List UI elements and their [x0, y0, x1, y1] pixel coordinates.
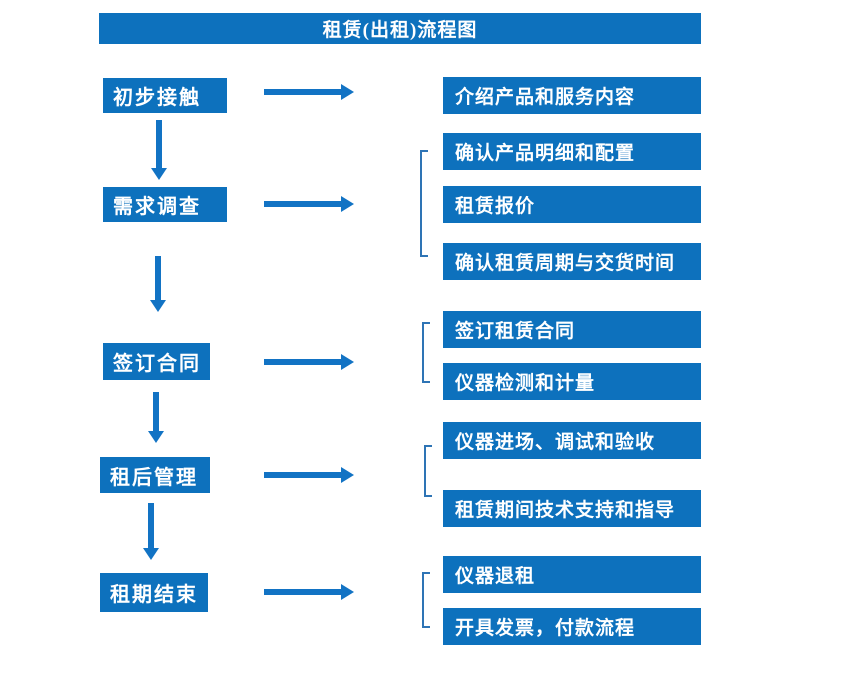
detail-sign-rental-contract: 签订租赁合同: [443, 311, 701, 348]
arrow-right-icon: [264, 84, 354, 100]
group-bracket: [422, 322, 430, 383]
arrow-right-head-icon: [341, 467, 354, 483]
arrow-right-icon: [264, 584, 354, 600]
stage-initial-contact: 初步接触: [103, 78, 227, 113]
flowchart-title: 租赁(出租)流程图: [99, 13, 701, 44]
detail-confirm-period-delivery: 确认租赁周期与交货时间: [443, 243, 701, 280]
detail-instrument-return: 仪器退租: [443, 556, 701, 593]
detail-instrument-setup-acceptance: 仪器进场、调试和验收: [443, 422, 701, 459]
detail-rental-quote: 租赁报价: [443, 186, 701, 223]
arrow-right-head-icon: [341, 84, 354, 100]
group-bracket: [420, 150, 428, 257]
arrow-down-head-icon: [150, 300, 166, 312]
arrow-right-icon: [264, 354, 354, 370]
arrow-right-icon: [264, 196, 354, 212]
arrow-down-icon: [148, 392, 164, 443]
arrow-down-icon: [151, 120, 167, 180]
arrow-right-head-icon: [341, 354, 354, 370]
stage-demand-survey: 需求调查: [103, 187, 227, 222]
arrow-down-icon: [143, 503, 159, 560]
arrow-down-head-icon: [148, 431, 164, 443]
arrow-right-icon: [264, 467, 354, 483]
detail-instrument-inspection: 仪器检测和计量: [443, 363, 701, 400]
arrow-right-head-icon: [341, 196, 354, 212]
group-bracket: [422, 572, 430, 628]
arrow-right-head-icon: [341, 584, 354, 600]
group-bracket: [424, 445, 432, 497]
stage-sign-contract: 签订合同: [103, 343, 210, 380]
detail-rental-tech-support: 租赁期间技术支持和指导: [443, 490, 701, 527]
detail-invoice-payment: 开具发票，付款流程: [443, 608, 701, 645]
arrow-down-icon: [150, 256, 166, 312]
arrow-down-head-icon: [143, 548, 159, 560]
arrow-down-head-icon: [151, 168, 167, 180]
stage-lease-end: 租期结束: [100, 573, 208, 612]
detail-intro-products: 介绍产品和服务内容: [443, 77, 701, 114]
detail-confirm-product-config: 确认产品明细和配置: [443, 133, 701, 170]
stage-post-rental-management: 租后管理: [100, 457, 210, 493]
